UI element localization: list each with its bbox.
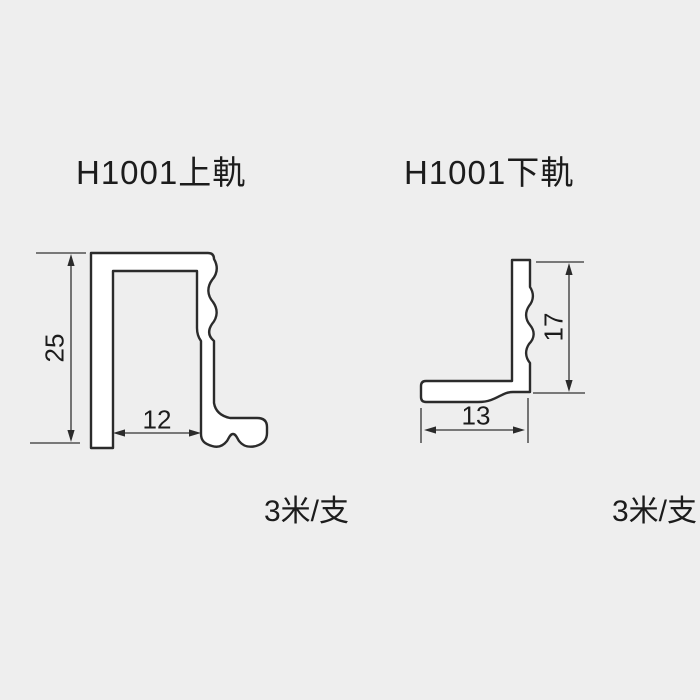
lower-track-height-dimension — [533, 261, 585, 394]
upper-track-width-dimension — [113, 429, 201, 437]
lower-track-unit-label: 3米/支 — [612, 495, 698, 528]
lower-track-profile — [419, 258, 585, 443]
arrowhead-right — [513, 426, 525, 434]
upper-track-title: H1001上軌 — [76, 154, 247, 191]
upper-track-height-dimension — [30, 252, 86, 444]
upper-track-outline — [89, 251, 269, 450]
lower-track-height-value: 17 — [538, 312, 569, 342]
upper-track-unit-label: 3米/支 — [264, 495, 350, 528]
upper-track-width-value: 12 — [142, 404, 172, 435]
arrowhead-up — [67, 254, 75, 266]
lower-track-width-value: 13 — [461, 400, 491, 431]
arrowhead-down — [67, 430, 75, 442]
arrowhead-left — [424, 426, 436, 434]
upper-track-profile — [30, 251, 269, 450]
lower-track-width-dimension — [420, 398, 529, 443]
lower-track-outline — [419, 258, 535, 404]
upper-track-height-value: 25 — [39, 333, 70, 363]
arrowhead-down — [565, 380, 573, 392]
arrowhead-right — [189, 429, 201, 437]
arrowhead-left — [113, 429, 125, 437]
lower-track-title: H1001下軌 — [404, 154, 575, 191]
arrowhead-up — [565, 263, 573, 275]
